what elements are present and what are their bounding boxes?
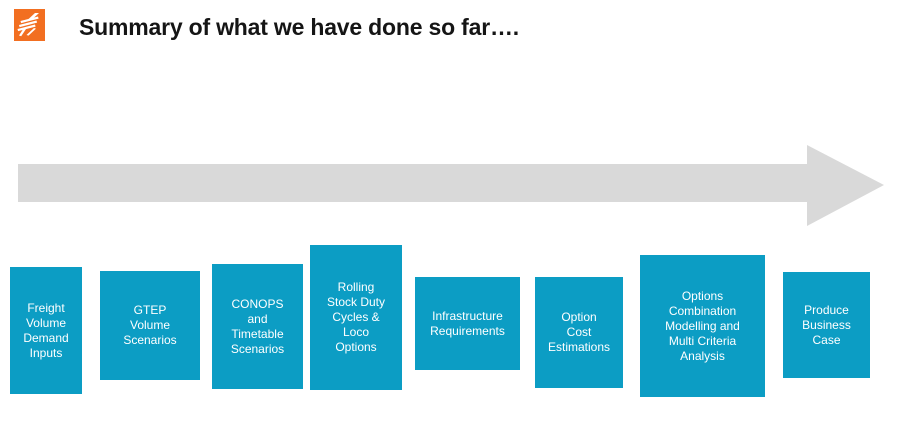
process-flow-arrow xyxy=(18,144,884,228)
page-title: Summary of what we have done so far…. xyxy=(79,14,519,40)
stage-box-conops-and-timetable-scenarios[interactable]: CONOPS and Timetable Scenarios xyxy=(212,264,303,389)
arrow-shape xyxy=(18,145,884,226)
stage-box-freight-volume-demand-inputs[interactable]: Freight Volume Demand Inputs xyxy=(10,267,82,394)
brand-logo-icon xyxy=(14,9,45,41)
stage-box-gtep-volume-scenarios[interactable]: GTEP Volume Scenarios xyxy=(100,271,200,380)
stage-box-rolling-stock-duty-cycles-loco-options[interactable]: Rolling Stock Duty Cycles & Loco Options xyxy=(310,245,402,390)
stage-box-produce-business-case[interactable]: Produce Business Case xyxy=(783,272,870,378)
stage-box-options-combination-modelling-multi-criteria-analysis[interactable]: Options Combination Modelling and Multi … xyxy=(640,255,765,397)
stage-box-infrastructure-requirements[interactable]: Infrastructure Requirements xyxy=(415,277,520,370)
stage-box-option-cost-estimations[interactable]: Option Cost Estimations xyxy=(535,277,623,388)
